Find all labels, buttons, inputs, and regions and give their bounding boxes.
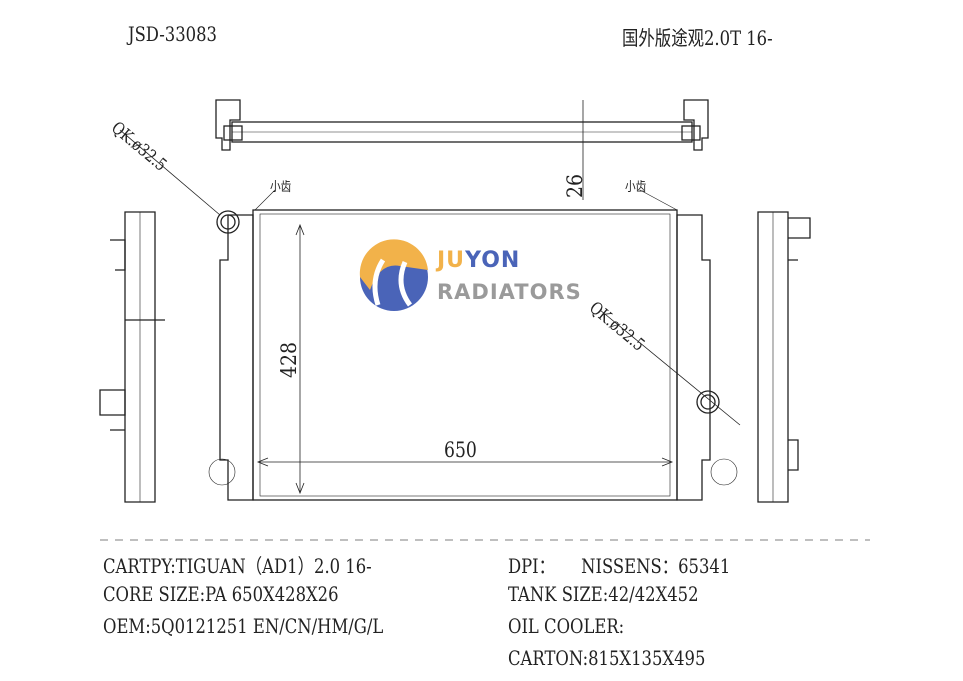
spec-core-size: CORE SIZE:PA 650X428X26 — [103, 582, 339, 606]
front-view — [119, 129, 741, 501]
small-teeth-right: 小齿 — [625, 180, 647, 195]
juyon-logo-icon — [359, 239, 428, 311]
dim-thickness: 26 — [563, 173, 587, 198]
side-view-right — [757, 211, 811, 503]
spec-oem: OEM:5Q0121251 EN/CN/HM/G/L — [103, 614, 384, 638]
small-teeth-left: 小齿 — [270, 180, 292, 195]
model-code: JSD-33083 — [128, 22, 217, 46]
dim-height: 428 — [277, 341, 301, 378]
logo-subtitle: RADIATORS — [437, 280, 582, 304]
dim-width: 650 — [444, 438, 477, 462]
logo-name: JUYON — [437, 248, 521, 273]
spec-carton: CARTON:815X135X495 — [508, 646, 706, 670]
side-view-left — [99, 211, 165, 503]
spec-dpi-nissens: DPI： NISSENS：65341 — [508, 554, 731, 578]
top-view — [215, 99, 709, 151]
spec-oil-cooler: OIL COOLER: — [508, 614, 625, 638]
spec-tank-size: TANK SIZE:42/42X452 — [508, 582, 699, 606]
vehicle-title: 国外版途观2.0T 16- — [622, 26, 773, 50]
spec-car-type: CARTPY:TIGUAN（AD1）2.0 16- — [103, 554, 372, 578]
